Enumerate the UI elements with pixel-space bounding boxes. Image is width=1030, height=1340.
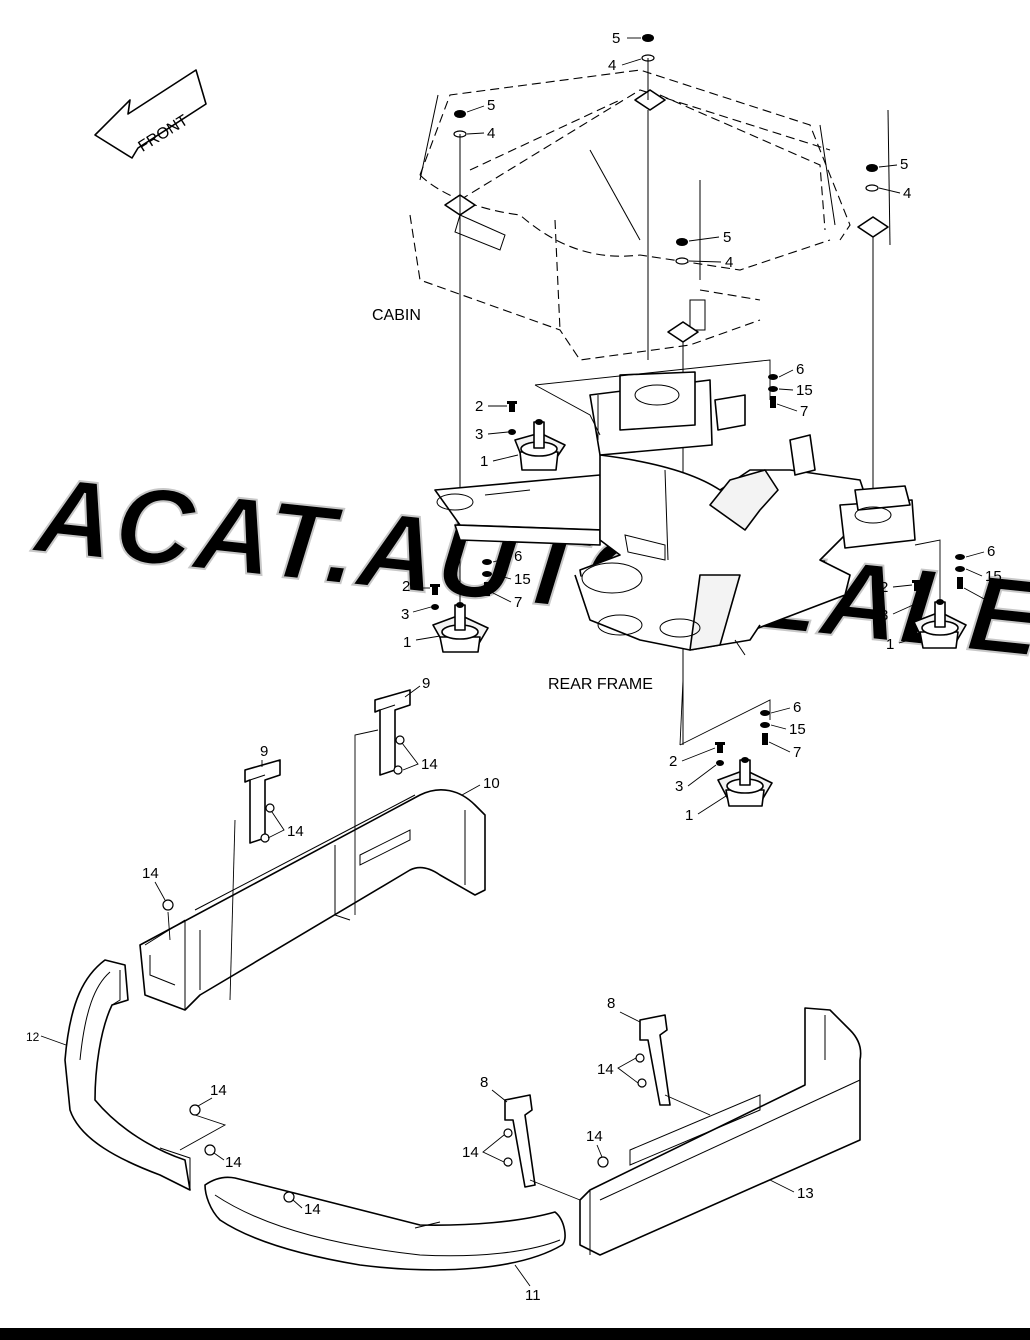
svg-text:14: 14 [210, 1082, 227, 1099]
rubber-mount [717, 757, 773, 807]
svg-text:15: 15 [796, 382, 813, 399]
svg-text:1: 1 [403, 634, 411, 651]
svg-text:8: 8 [480, 1074, 488, 1091]
svg-text:14: 14 [597, 1061, 614, 1078]
svg-text:1: 1 [685, 807, 693, 824]
svg-text:9: 9 [260, 743, 268, 760]
bottom-border [0, 1328, 1030, 1340]
svg-text:6: 6 [793, 699, 801, 716]
bracket-9 [374, 689, 411, 776]
svg-text:3: 3 [475, 426, 483, 443]
cabin-hardware [453, 34, 879, 265]
svg-text:3: 3 [401, 606, 409, 623]
rear-frame-label: REAR FRAME [548, 676, 653, 693]
cabin-label: CABIN [372, 307, 421, 324]
cabin-mount-pad [634, 89, 666, 111]
side-cover-12 [64, 959, 191, 1191]
svg-text:4: 4 [487, 125, 495, 142]
cover-leaders [229, 729, 379, 1001]
rear-cover-10 [139, 789, 486, 1011]
bolt-14-hardware [162, 899, 609, 1203]
cabin-mount-pad [667, 321, 699, 343]
svg-text:5: 5 [487, 97, 495, 114]
side-cover-13 [579, 1007, 862, 1256]
svg-text:8: 8 [607, 995, 615, 1012]
svg-text:7: 7 [800, 403, 808, 420]
svg-text:2: 2 [880, 579, 888, 596]
rubber-mount [913, 599, 967, 649]
svg-text:5: 5 [723, 229, 731, 246]
mount-hardware [430, 374, 965, 766]
cabin-mount-pad [857, 216, 889, 238]
svg-text:14: 14 [287, 823, 304, 840]
svg-text:1: 1 [480, 453, 488, 470]
svg-text:7: 7 [989, 592, 997, 609]
svg-text:4: 4 [903, 185, 911, 202]
rubber-mount [432, 602, 489, 653]
bracket-8 [503, 1094, 536, 1188]
svg-text:14: 14 [304, 1201, 321, 1218]
svg-text:15: 15 [985, 568, 1002, 585]
svg-text:6: 6 [514, 548, 522, 565]
part-callouts: 5 4 5 4 5 4 5 4 6 15 7 2 3 1 6 15 [26, 30, 1002, 1304]
svg-text:14: 14 [225, 1154, 242, 1171]
svg-text:14: 14 [462, 1144, 479, 1161]
svg-text:4: 4 [725, 254, 733, 271]
svg-text:15: 15 [514, 571, 531, 588]
svg-text:6: 6 [796, 361, 804, 378]
svg-text:11: 11 [525, 1287, 541, 1304]
svg-text:7: 7 [793, 744, 801, 761]
cabin-outline [409, 69, 891, 361]
svg-text:14: 14 [421, 756, 438, 773]
bracket-9 [244, 759, 281, 844]
svg-text:2: 2 [402, 578, 410, 595]
rear-frame [434, 371, 916, 656]
svg-text:10: 10 [483, 775, 500, 792]
svg-text:4: 4 [608, 57, 616, 74]
front-arrow-icon: FRONT [94, 69, 207, 159]
lower-cover-11 [204, 1176, 566, 1271]
svg-text:15: 15 [789, 721, 806, 738]
svg-text:7: 7 [514, 594, 522, 611]
svg-text:14: 14 [142, 865, 159, 882]
svg-text:13: 13 [797, 1185, 814, 1202]
bracket-8 [635, 1014, 671, 1106]
svg-text:12: 12 [26, 1030, 40, 1044]
svg-text:3: 3 [675, 778, 683, 795]
lower-leaders [167, 911, 711, 1201]
svg-text:3: 3 [880, 607, 888, 624]
svg-text:2: 2 [475, 398, 483, 415]
rubber-mount [514, 419, 566, 471]
svg-text:5: 5 [612, 30, 620, 47]
svg-text:6: 6 [987, 543, 995, 560]
svg-text:2: 2 [669, 753, 677, 770]
svg-text:14: 14 [586, 1128, 603, 1145]
svg-text:9: 9 [422, 675, 430, 692]
svg-text:5: 5 [900, 156, 908, 173]
svg-text:1: 1 [886, 636, 894, 653]
